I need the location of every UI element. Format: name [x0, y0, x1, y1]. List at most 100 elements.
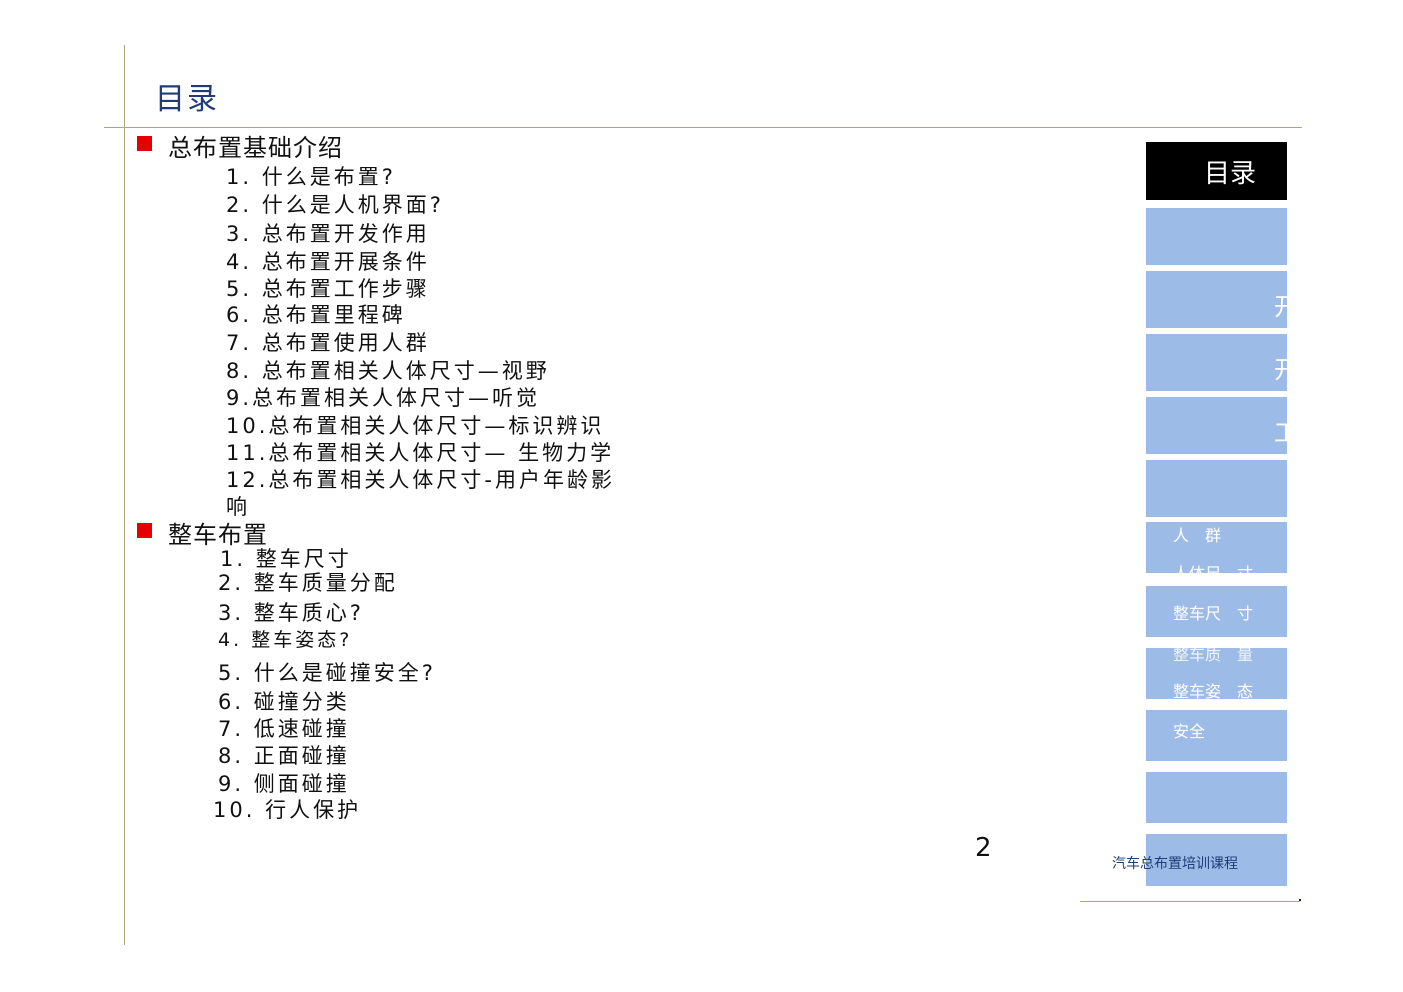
toc-item[interactable]: 11.总布置相关人体尺寸— 生物力学	[226, 437, 614, 467]
section-title: 总布置基础介绍	[168, 134, 343, 162]
toc-item[interactable]: 4. 整车姿态?	[218, 625, 352, 652]
toc-item[interactable]: 1. 整车尺寸	[220, 543, 352, 573]
toc-item[interactable]: 5. 什么是碰撞安全?	[218, 657, 436, 687]
item-number: 5.	[226, 277, 253, 301]
item-number: 10.	[213, 798, 256, 822]
toc-item[interactable]: 10.总布置相关人体尺寸—标识辨识	[226, 410, 604, 440]
nav-tab-label: 整车质 量	[1173, 648, 1254, 664]
item-number: 8.	[226, 359, 253, 383]
nav-tab[interactable]: 人 群 人体尺 寸	[1146, 522, 1287, 573]
toc-item[interactable]: 5. 总布置工作步骤	[226, 273, 430, 303]
toc-item[interactable]: 2. 整车质量分配	[218, 567, 398, 597]
item-number: 9.	[218, 772, 245, 796]
toc-item[interactable]: 9. 侧面碰撞	[218, 768, 350, 798]
item-text: 碰撞分类	[253, 690, 350, 714]
item-number: 6.	[226, 303, 253, 327]
item-number: 3.	[218, 601, 245, 625]
item-text: 总布置相关人体尺寸—视野	[261, 359, 550, 383]
item-text: 侧面碰撞	[253, 772, 350, 796]
item-text: 总布置开发作用	[261, 222, 430, 246]
item-text: 整车质心?	[253, 601, 364, 625]
toc-item[interactable]: 1. 什么是布置?	[226, 161, 396, 191]
toc-item-continuation: 响	[226, 495, 250, 519]
toc-item[interactable]: 4. 总布置开展条件	[226, 246, 430, 276]
nav-tab-glyph: 工	[1274, 419, 1287, 447]
toc-item[interactable]: 10. 行人保护	[213, 794, 361, 824]
nav-tab-label: 人体尺 寸	[1173, 560, 1253, 573]
item-number: 2.	[226, 193, 253, 217]
item-number: 7.	[218, 717, 245, 741]
item-number: 7.	[226, 331, 253, 355]
item-text: 总布置开展条件	[261, 250, 430, 274]
nav-header-label: 目录	[1204, 158, 1257, 189]
nav-tab-glyph: 开	[1274, 356, 1287, 384]
nav-tab-label: 安全	[1173, 722, 1206, 741]
footer-rule	[1080, 901, 1300, 902]
left-vertical-rule	[124, 45, 125, 945]
section-title: 整车布置	[168, 521, 268, 549]
item-number: 5.	[218, 661, 245, 685]
toc-item[interactable]: 9.总布置相关人体尺寸—听觉	[226, 382, 540, 412]
item-number: 1.	[226, 165, 253, 189]
nav-tab[interactable]: 安全	[1146, 710, 1287, 761]
header-rule	[104, 127, 1302, 128]
item-text: 正面碰撞	[253, 744, 350, 768]
toc-item[interactable]: 2. 什么是人机界面?	[226, 189, 444, 219]
toc-item[interactable]: 7. 低速碰撞	[218, 713, 350, 743]
section-bullet-icon	[137, 136, 152, 151]
nav-tab[interactable]: 开	[1146, 271, 1287, 328]
item-text: 总布置相关人体尺寸—听觉	[252, 386, 541, 410]
item-number: 9.	[226, 386, 253, 410]
item-number: 4.	[218, 629, 243, 651]
toc-item[interactable]: 6. 总布置里程碑	[226, 299, 406, 329]
nav-tab-label: 整车尺 寸	[1173, 604, 1254, 623]
nav-header[interactable]: 目录	[1146, 142, 1287, 200]
item-number: 8.	[218, 744, 245, 768]
item-number: 12.	[226, 468, 269, 492]
toc-item[interactable]: 6. 碰撞分类	[218, 686, 350, 716]
item-number: 10.	[226, 414, 269, 438]
toc-item[interactable]: 8. 正面碰撞	[218, 740, 350, 770]
item-text: 总布置里程碑	[261, 303, 406, 327]
toc-item[interactable]: 7. 总布置使用人群	[226, 327, 430, 357]
item-text: 什么是碰撞安全?	[253, 661, 436, 685]
item-number: 1.	[220, 547, 247, 571]
item-text: 什么是人机界面?	[261, 193, 444, 217]
toc-item[interactable]: 3. 整车质心?	[218, 597, 364, 627]
item-text: 行人保护	[265, 798, 362, 822]
item-number: 4.	[226, 250, 253, 274]
item-number: 3.	[226, 222, 253, 246]
nav-tab[interactable]: 工	[1146, 397, 1287, 454]
toc-item[interactable]: 3. 总布置开发作用	[226, 218, 430, 248]
toc-item[interactable]: 12.总布置相关人体尺寸-用户年龄影	[226, 464, 615, 494]
nav-tab[interactable]: 整车质 量 整车姿 态	[1146, 648, 1287, 699]
item-text: 什么是布置?	[261, 165, 396, 189]
item-text: 低速碰撞	[253, 717, 350, 741]
nav-tab[interactable]: 开	[1146, 334, 1287, 391]
page-title: 目录	[155, 82, 219, 117]
item-text: 总布置使用人群	[261, 331, 430, 355]
item-number: 2.	[218, 571, 245, 595]
toc-item[interactable]: 8. 总布置相关人体尺寸—视野	[226, 355, 550, 385]
item-number: 6.	[218, 690, 245, 714]
item-text: 总布置相关人体尺寸— 生物力学	[268, 441, 615, 465]
nav-tab[interactable]	[1146, 834, 1287, 886]
item-text: 总布置相关人体尺寸—标识辨识	[268, 414, 605, 438]
nav-tab[interactable]: 整车尺 寸	[1146, 586, 1287, 637]
footer-dot	[1299, 899, 1301, 901]
nav-tab[interactable]	[1146, 208, 1287, 265]
item-text: 总布置相关人体尺寸-用户年龄影	[268, 468, 615, 492]
nav-tab[interactable]	[1146, 460, 1287, 517]
nav-tab-label: 整车姿 态	[1173, 682, 1254, 699]
footer-course-name: 汽车总布置培训课程	[1112, 856, 1238, 872]
item-text: 总布置工作步骤	[261, 277, 430, 301]
page-number: 2	[975, 833, 992, 863]
item-number: 11.	[226, 441, 269, 465]
section-bullet-icon	[137, 523, 152, 538]
item-text: 整车姿态?	[251, 629, 353, 651]
nav-tab-glyph: 开	[1274, 293, 1287, 321]
item-text: 整车尺寸	[255, 547, 352, 571]
item-text: 整车质量分配	[253, 571, 398, 595]
nav-tab[interactable]	[1146, 772, 1287, 823]
nav-tab-label: 人 群	[1173, 526, 1222, 545]
